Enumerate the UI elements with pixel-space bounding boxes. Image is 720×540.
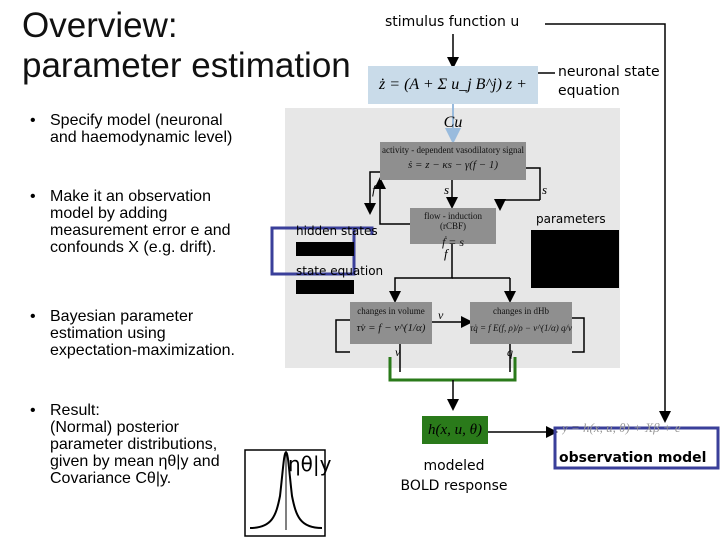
activity-box-title: activity - dependent vasodilatory signal: [382, 145, 524, 155]
dhb-change-box: changes in dHb τq̇ = f E(f, ρ)/ρ − v^(1/…: [470, 302, 572, 344]
hidden-states-label: hidden states: [296, 224, 378, 238]
dhb-box-title: changes in dHb: [493, 306, 549, 316]
activity-box-equation: ṡ = z − κs − γ(f − 1): [407, 159, 499, 171]
bullet-dot: •: [30, 112, 36, 129]
flow-box-equation: ḟ = s: [441, 235, 465, 249]
stimulus-to-observation-line: [545, 23, 671, 423]
stimulus-label: stimulus function u: [385, 14, 520, 30]
volume-box-title: changes in volume: [357, 306, 425, 316]
activity-signal-box: activity - dependent vasodilatory signal…: [380, 142, 526, 180]
var-s-label-right: s: [542, 182, 548, 197]
modeled-bold-label: modeled BOLD response: [400, 458, 508, 494]
flow-box-title: flow - induction (rCBF): [424, 211, 482, 231]
flow-induction-box: flow - induction (rCBF) ḟ = s: [410, 208, 496, 249]
parameters-label: parameters: [536, 212, 606, 226]
bullet-text: Result: (Normal) posterior parameter dis…: [50, 402, 220, 487]
bullet-dot: •: [30, 402, 36, 419]
parameters-block: [531, 230, 619, 288]
slide-title: Overview: parameter estimation: [22, 6, 351, 85]
bullet-dot: •: [30, 308, 36, 325]
bullet-text: Bayesian parameter estimation using expe…: [50, 308, 235, 359]
var-v-label: v: [395, 345, 401, 359]
bullet-text: Make it an observation model by adding m…: [50, 188, 231, 256]
redacted-block: [296, 242, 354, 256]
green-output-connector: [388, 357, 517, 382]
neuronal-state-label: neuronal state equation: [558, 64, 660, 99]
observation-model-label: observation model: [559, 450, 707, 466]
output-equation: h(x, u, θ): [422, 416, 488, 444]
redacted-block: [296, 280, 354, 294]
var-f-label-flow: f: [444, 246, 448, 261]
bullet-text: Specify model (neuronal and haemodynamic…: [50, 112, 233, 146]
var-s-label: s: [444, 182, 450, 197]
neuronal-equation: ż = (A + Σ u_j B^j) z + Cu: [368, 66, 538, 131]
posterior-mean-label: ηθ|y: [288, 452, 332, 476]
var-q-label: q: [507, 345, 513, 359]
posterior-plot-frame: [244, 449, 326, 537]
volume-box-equation: τv̇ = f − v^(1/α): [356, 322, 426, 334]
observation-equation: y = h(x, u, θ) + Xβ + e: [562, 420, 681, 435]
volume-change-box: changes in volume τv̇ = f − v^(1/α): [350, 302, 432, 344]
dhb-box-equation: τq̇ = f E(f, ρ)/ρ − v^(1/α) q/v: [470, 323, 573, 333]
bullet-dot: •: [30, 188, 36, 205]
var-f-label: f: [372, 182, 376, 197]
observation-model-box: [553, 426, 720, 470]
state-equation-label: state equation: [296, 264, 384, 278]
var-v-label-top: v: [438, 308, 444, 322]
